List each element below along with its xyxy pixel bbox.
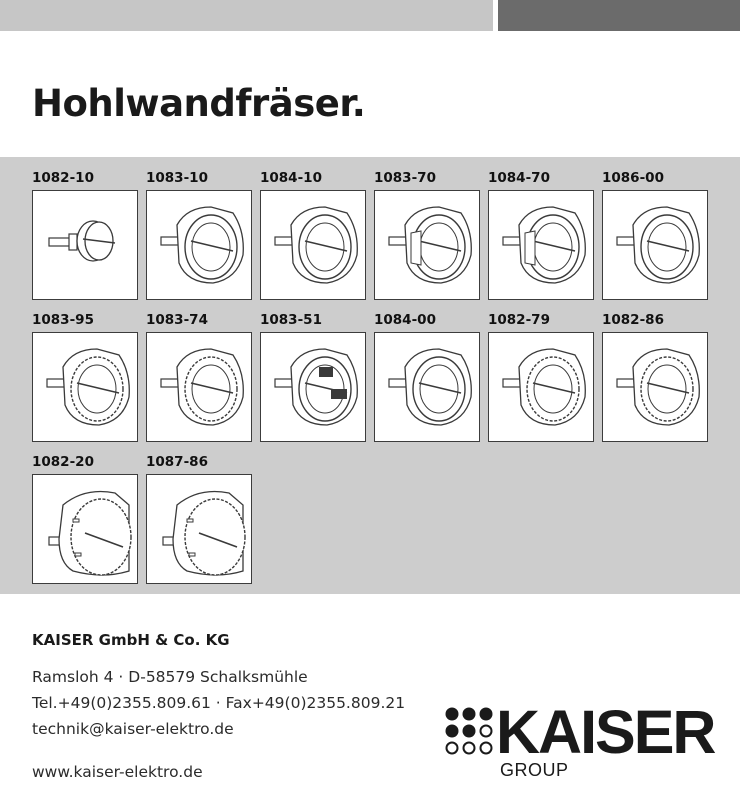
product-tile[interactable]: 1087-86 — [146, 453, 252, 584]
product-tile[interactable]: 1083-51 — [260, 311, 366, 442]
product-image — [488, 332, 594, 442]
product-image — [374, 190, 480, 300]
product-code: 1082-79 — [488, 312, 550, 328]
logo-group-label: GROUP — [500, 760, 569, 780]
product-code: 1086-00 — [602, 170, 664, 186]
website-link[interactable]: www.kaiser-elektro.de — [32, 763, 203, 781]
product-code: 1084-10 — [260, 170, 322, 186]
kaiser-hole-saw-icon — [502, 206, 586, 284]
top-bar — [0, 0, 740, 32]
top-bar-light-segment — [0, 0, 493, 31]
kaiser-dots-logo-icon — [445, 707, 493, 755]
product-tile[interactable]: 1086-00 — [602, 169, 708, 300]
company-name: KAISER GmbH & Co. KG — [32, 631, 230, 649]
product-tile[interactable]: 1084-70 — [488, 169, 594, 300]
carbide-hole-saw-icon — [46, 348, 130, 426]
product-code: 1084-70 — [488, 170, 550, 186]
hole-saw-icon — [616, 206, 700, 284]
product-tile[interactable]: 1082-79 — [488, 311, 594, 442]
hole-saw-icon — [388, 348, 472, 426]
product-tile[interactable]: 1082-10 — [32, 169, 138, 300]
product-image — [32, 190, 138, 300]
large-bimetal-hole-saw-icon — [48, 490, 132, 576]
product-code: 1083-10 — [146, 170, 208, 186]
hole-saw-icon — [160, 206, 244, 284]
product-code: 1083-70 — [374, 170, 436, 186]
multi-material-hole-saw-icon — [274, 348, 358, 426]
product-code: 1083-74 — [146, 312, 208, 328]
product-tile[interactable]: 1084-00 — [374, 311, 480, 442]
product-image — [260, 190, 366, 300]
product-tile[interactable]: 1082-20 — [32, 453, 138, 584]
page-title: Hohlwandfräser. — [32, 82, 366, 125]
product-image — [32, 474, 138, 584]
email-link[interactable]: technik@kaiser-elektro.de — [32, 720, 234, 738]
small-hole-saw-icon — [48, 220, 116, 262]
large-bimetal-hole-saw-icon — [162, 490, 246, 576]
product-code: 1083-51 — [260, 312, 322, 328]
product-grid: 1082-10 1083-10 1084-10 1083-70 1084-70 1086-… — [0, 157, 740, 594]
product-image — [602, 332, 708, 442]
kaiser-logo: KAISER GROUP — [444, 698, 716, 790]
address: Ramsloh 4 · D-58579 Schalksmühle — [32, 668, 308, 686]
bimetal-hole-saw-icon — [616, 348, 700, 426]
hole-saw-icon — [274, 206, 358, 284]
product-code: 1084-00 — [374, 312, 436, 328]
product-image — [260, 332, 366, 442]
product-image — [32, 332, 138, 442]
product-code: 1082-20 — [32, 454, 94, 470]
product-image — [146, 190, 252, 300]
phone-fax: Tel.+49(0)2355.809.61 · Fax+49(0)2355.80… — [32, 694, 406, 712]
product-code: 1083-95 — [32, 312, 94, 328]
product-code: 1082-10 — [32, 170, 94, 186]
product-image — [374, 332, 480, 442]
product-tile[interactable]: 1083-95 — [32, 311, 138, 442]
product-tile[interactable]: 1083-10 — [146, 169, 252, 300]
product-tile[interactable]: 1084-10 — [260, 169, 366, 300]
bimetal-hole-saw-icon — [502, 348, 586, 426]
product-image — [488, 190, 594, 300]
product-code: 1087-86 — [146, 454, 208, 470]
kaiser-hole-saw-icon — [388, 206, 472, 284]
product-tile[interactable]: 1082-86 — [602, 311, 708, 442]
product-image — [602, 190, 708, 300]
carbide-hole-saw-icon — [160, 348, 244, 426]
top-bar-dark-segment — [498, 0, 740, 31]
product-tile[interactable]: 1083-74 — [146, 311, 252, 442]
product-code: 1082-86 — [602, 312, 664, 328]
product-image — [146, 332, 252, 442]
logo-wordmark: KAISER — [496, 698, 716, 766]
product-image — [146, 474, 252, 584]
product-tile[interactable]: 1083-70 — [374, 169, 480, 300]
